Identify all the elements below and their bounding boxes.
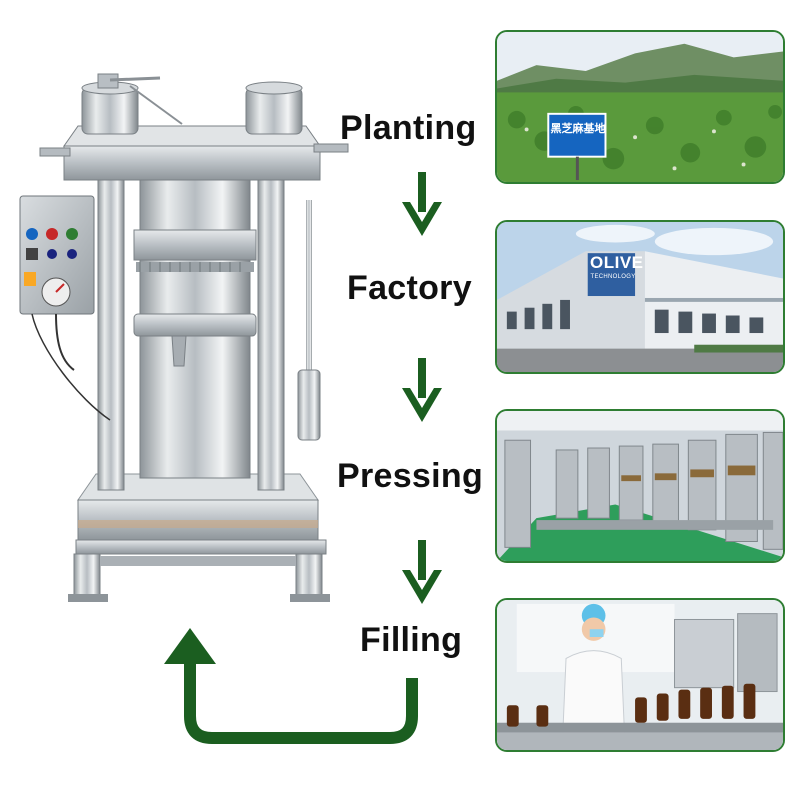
factory-sign: OLIVE TECHNOLOGY: [590, 253, 644, 296]
arrow-down-icon: [402, 540, 442, 604]
photo-factory-building: OLIVE TECHNOLOGY: [495, 220, 785, 374]
step-label-factory: Factory: [347, 269, 472, 307]
step-label-pressing: Pressing: [337, 457, 484, 495]
workshop-scene: [497, 411, 783, 561]
factory-sign-line1: OLIVE: [590, 253, 644, 272]
field-sign: 黑芝麻基地: [550, 122, 606, 135]
photo-filling-line: [495, 598, 785, 752]
factory-scene: [497, 222, 783, 372]
step-label-planting: Planting: [340, 109, 477, 147]
return-arrow-icon: [164, 628, 418, 744]
filling-scene: [497, 600, 783, 750]
arrow-down-icon: [402, 172, 442, 236]
oil-press-machine-icon: [19, 73, 349, 602]
field-scene: [497, 32, 783, 182]
photo-pressing-workshop: [495, 409, 785, 563]
step-label-filling: Filling: [360, 621, 463, 659]
arrow-down-icon: [402, 358, 442, 422]
photo-planting-field: 黑芝麻基地: [495, 30, 785, 184]
factory-sign-line2: TECHNOLOGY: [590, 274, 636, 280]
